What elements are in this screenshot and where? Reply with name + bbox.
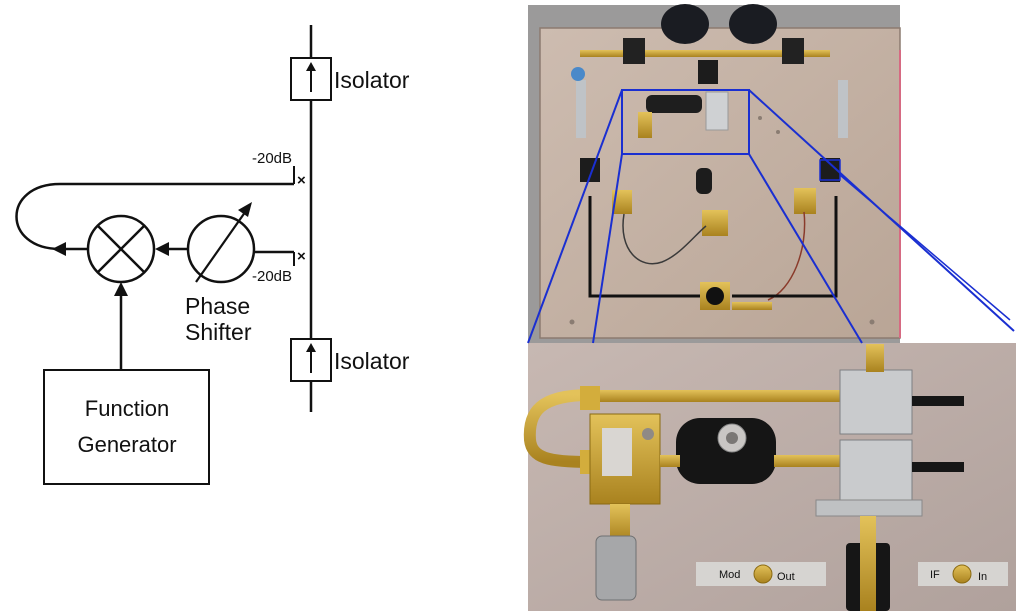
function-generator-label-1: Function bbox=[85, 396, 169, 421]
closeup-photo: Mod Out IF In bbox=[523, 343, 1016, 611]
if-in-jack bbox=[952, 564, 972, 584]
mixer bbox=[86, 214, 156, 284]
isolator-bottom: Isolator bbox=[290, 338, 410, 382]
hardware-photos: Mod Out IF In bbox=[523, 4, 1016, 611]
jack-label-out: Out bbox=[777, 571, 795, 583]
phase-shifter-label-1: Phase bbox=[185, 293, 250, 319]
isolator-bottom-label: Isolator bbox=[334, 348, 410, 374]
fg-to-mixer-arrow bbox=[114, 282, 128, 296]
block-diagram: Isolator -20dB × × -20dB Phase Shifter F… bbox=[15, 25, 410, 485]
coupler-top-label: -20dB bbox=[252, 150, 292, 167]
coupler-top-mark: × bbox=[297, 172, 306, 189]
coupler-bottom-mark: × bbox=[297, 248, 306, 265]
phase-shifter-label-2: Shifter bbox=[185, 319, 252, 345]
board-isolator-1 bbox=[623, 38, 645, 64]
circulator-right bbox=[729, 4, 777, 44]
loop-arrow bbox=[52, 242, 66, 256]
mod-out-jack bbox=[753, 564, 773, 584]
jack-label-mod: Mod bbox=[719, 569, 740, 581]
circulator-left bbox=[661, 4, 709, 44]
isolator-top: Isolator bbox=[290, 57, 410, 101]
function-generator-label-2: Generator bbox=[77, 432, 176, 457]
phase-shifter bbox=[186, 202, 256, 284]
ps-to-mixer-arrow bbox=[155, 242, 169, 256]
jack-label-if: IF bbox=[930, 569, 940, 581]
jack-label-in: In bbox=[978, 571, 987, 583]
board-isolator-2 bbox=[782, 38, 804, 64]
closeup-mixer-bottom bbox=[839, 439, 913, 501]
closeup-mixer-top bbox=[839, 369, 913, 435]
isolator-top-label: Isolator bbox=[334, 67, 410, 93]
function-generator: Function Generator bbox=[43, 369, 210, 485]
coupler-bottom-label: -20dB bbox=[252, 268, 292, 285]
board-photo bbox=[528, 4, 901, 343]
feedback-loop bbox=[15, 182, 294, 251]
